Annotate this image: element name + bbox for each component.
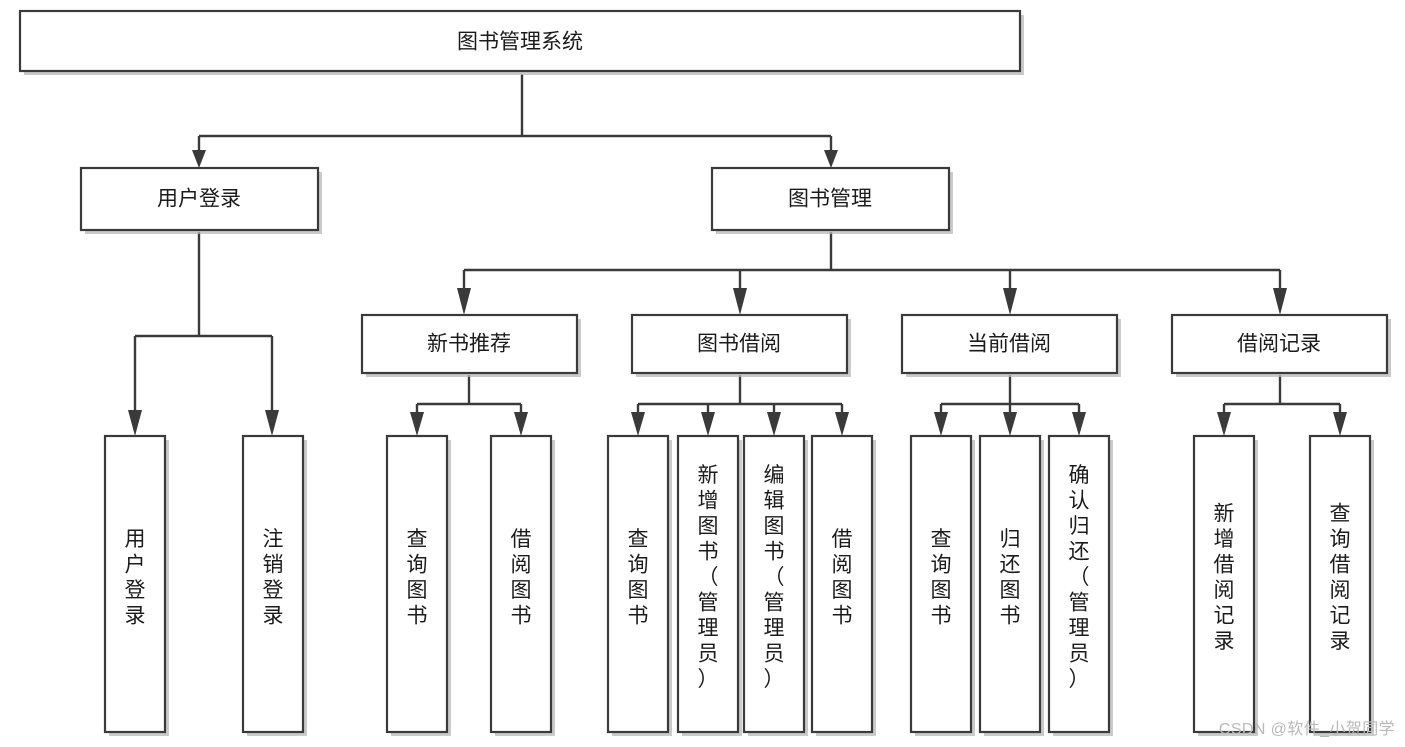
node-login-box [79, 166, 320, 232]
arrow-login-to-leaf2 [265, 410, 279, 436]
node-leaf-borrow-book-1[interactable]: 借阅图书 [489, 434, 555, 736]
node-leaf-add-book[interactable]: 新增图书（管理员） [676, 434, 742, 736]
node-newbook[interactable]: 新书推荐 [360, 313, 581, 377]
arrow-root-to-bookmgmt [824, 150, 838, 168]
arrow-newbook-to-leaf1 [410, 412, 424, 436]
node-leaf-user-login[interactable]: 用户登录 [103, 434, 169, 736]
node-leaf-user-logout-box [241, 434, 305, 734]
arrow-bookmgmt-to-newbook [457, 288, 471, 315]
node-borrow-box [630, 313, 849, 375]
node-leaf-query-book-3-label: 查询图书 [931, 528, 952, 628]
arrow-current-to-leaf1 [934, 412, 948, 436]
node-root-box [18, 9, 1022, 73]
node-records[interactable]: 借阅记录 [1170, 313, 1391, 377]
node-leaf-query-book-1-label: 查询图书 [407, 528, 428, 628]
node-login[interactable]: 用户登录 [79, 166, 322, 234]
arrow-current-to-leaf3 [1072, 412, 1086, 436]
arrow-bookmgmt-to-records [1273, 288, 1287, 315]
arrow-records-to-leaf2 [1333, 412, 1347, 436]
node-leaf-user-logout-label: 注销登录 [263, 528, 284, 628]
node-leaf-confirm-return-label: 确认归还（管理员） [1069, 464, 1090, 691]
node-borrow[interactable]: 图书借阅 [630, 313, 851, 377]
arrow-borrow-to-leaf3 [767, 412, 781, 436]
node-leaf-edit-book-box [742, 434, 806, 734]
node-leaf-query-book-2-label: 查询图书 [628, 528, 649, 628]
node-leaf-query-record[interactable]: 查询借阅记录 [1308, 434, 1374, 736]
node-newbook-box [360, 313, 579, 375]
arrow-current-to-leaf2 [1003, 412, 1017, 436]
node-leaf-confirm-return[interactable]: 确认归还（管理员） [1047, 434, 1113, 736]
node-leaf-query-book-3-box [909, 434, 973, 734]
node-leaf-query-book-3[interactable]: 查询图书 [909, 434, 975, 736]
arrow-root-to-login [192, 150, 206, 168]
node-newbook-label: 新书推荐 [427, 333, 511, 356]
node-leaf-query-book-1[interactable]: 查询图书 [385, 434, 451, 736]
node-leaf-query-book-2-box [606, 434, 670, 734]
arrow-newbook-to-leaf2 [514, 412, 528, 436]
node-leaf-query-book-2[interactable]: 查询图书 [606, 434, 672, 736]
node-leaf-add-record[interactable]: 新增借阅记录 [1192, 434, 1258, 736]
arrow-bookmgmt-to-current [1003, 288, 1017, 315]
node-current[interactable]: 当前借阅 [900, 313, 1121, 377]
node-bookmgmt[interactable]: 图书管理 [710, 166, 953, 234]
node-bookmgmt-box [710, 166, 951, 232]
arrow-bookmgmt-to-borrow [733, 288, 747, 315]
arrow-records-to-leaf1 [1217, 412, 1231, 436]
node-records-box [1170, 313, 1389, 375]
node-root[interactable]: 图书管理系统 [18, 9, 1024, 75]
node-leaf-query-record-label: 查询借阅记录 [1330, 502, 1351, 653]
node-leaf-user-login-label: 用户登录 [125, 528, 146, 628]
node-leaf-borrow-book-2-label: 借阅图书 [832, 528, 853, 628]
node-borrow-label: 图书借阅 [697, 333, 781, 356]
node-current-label: 当前借阅 [967, 333, 1051, 356]
node-leaf-add-book-box [676, 434, 740, 734]
node-leaf-add-book-label: 新增图书（管理员） [698, 464, 719, 691]
node-leaf-query-book-1-box [385, 434, 449, 734]
arrow-borrow-to-leaf4 [835, 412, 849, 436]
node-leaf-edit-book-label: 编辑图书（管理员） [764, 464, 785, 691]
node-leaf-user-login-box [103, 434, 167, 734]
node-leaf-query-record-box [1308, 434, 1372, 734]
arrow-borrow-to-leaf1 [631, 412, 645, 436]
connector-layer [128, 74, 1347, 436]
node-leaf-add-record-box [1192, 434, 1256, 734]
node-login-label: 用户登录 [157, 188, 241, 211]
node-leaf-edit-book[interactable]: 编辑图书（管理员） [742, 434, 808, 736]
node-bookmgmt-label: 图书管理 [788, 188, 872, 211]
node-leaf-return-book-box [978, 434, 1042, 734]
node-leaf-borrow-book-1-box [489, 434, 553, 734]
node-current-box [900, 313, 1119, 375]
arrow-login-to-leaf1 [128, 410, 142, 436]
node-leaf-return-book-label: 归还图书 [1000, 528, 1021, 628]
node-leaf-borrow-book-2-box [810, 434, 874, 734]
node-leaf-borrow-book-1-label: 借阅图书 [511, 528, 532, 628]
node-leaf-add-record-label: 新增借阅记录 [1214, 502, 1235, 653]
arrow-borrow-to-leaf2 [701, 412, 715, 436]
node-layer: 图书管理系统 用户登录 图书管理 新书推荐 [18, 9, 1391, 736]
node-leaf-confirm-return-box [1047, 434, 1111, 734]
node-leaf-borrow-book-2[interactable]: 借阅图书 [810, 434, 876, 736]
node-records-label: 借阅记录 [1237, 333, 1321, 356]
node-leaf-user-logout[interactable]: 注销登录 [241, 434, 307, 736]
csdn-watermark: CSDN @软件_小贺同学 [1218, 721, 1395, 738]
node-leaf-return-book[interactable]: 归还图书 [978, 434, 1044, 736]
node-root-label: 图书管理系统 [457, 31, 583, 54]
